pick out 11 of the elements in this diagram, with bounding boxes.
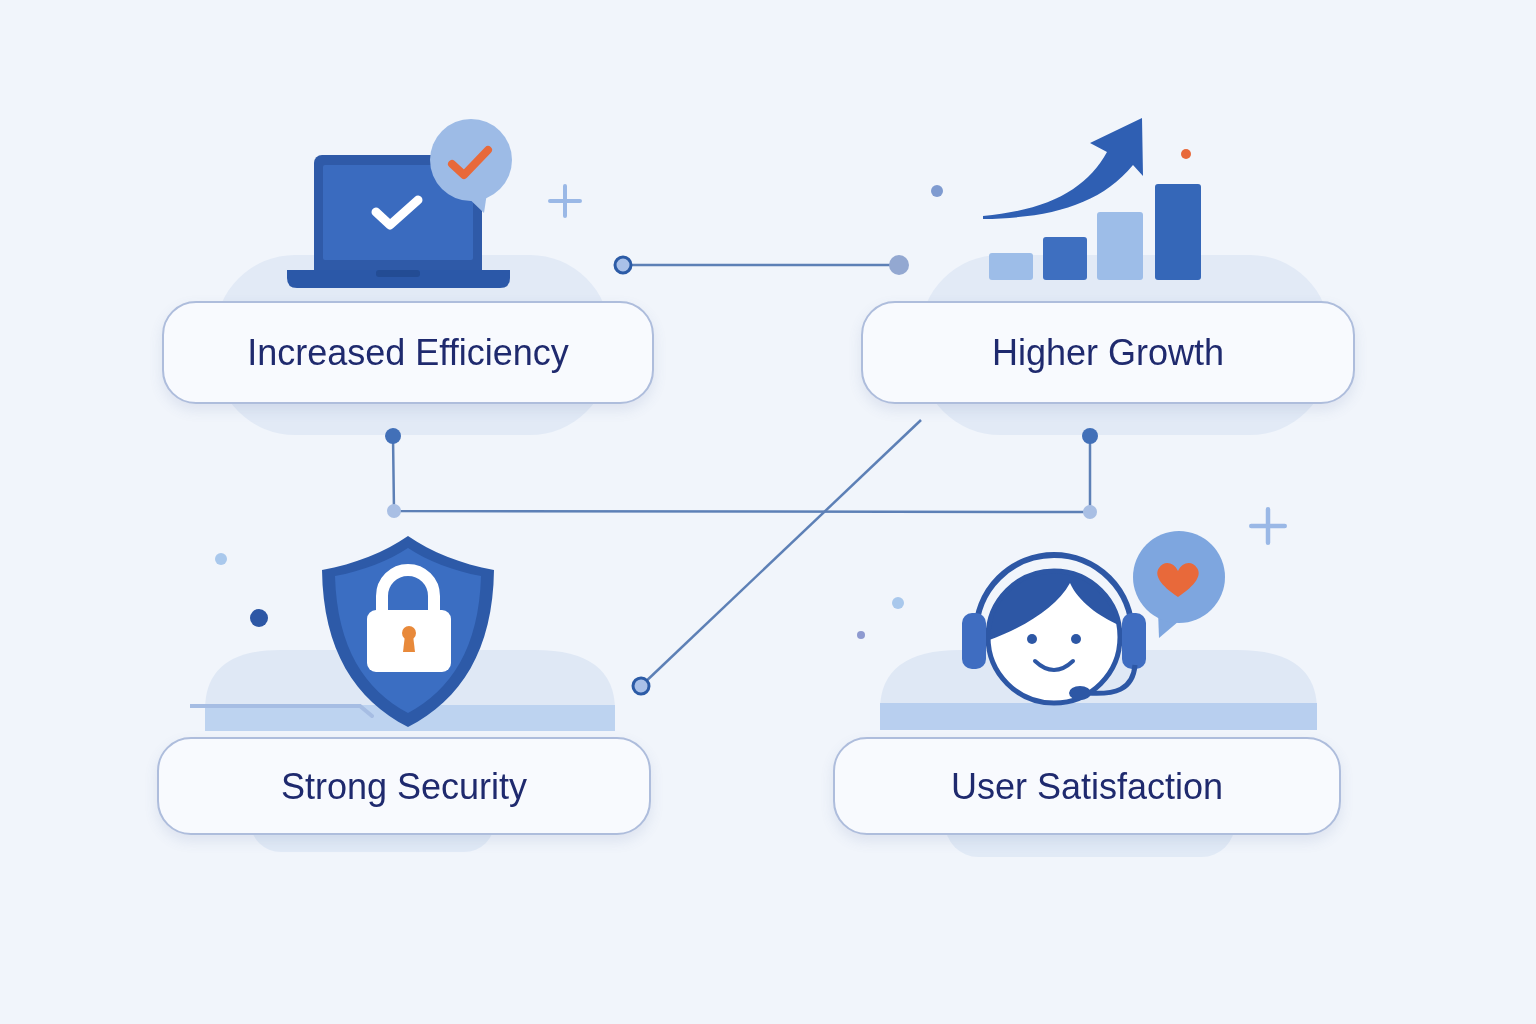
label-pill (157, 737, 651, 835)
node-label: Higher Growth (991, 331, 1225, 375)
connector-line (385, 428, 1098, 519)
connector-line (613, 255, 909, 275)
node-label: Strong Security (280, 764, 528, 809)
label-pill (833, 737, 1341, 835)
label-pill (162, 301, 654, 404)
node-label: Increased Efficiency (247, 331, 569, 375)
connector-line (631, 419, 922, 696)
label-pill (861, 301, 1355, 404)
node-label: User Satisfaction (950, 764, 1224, 809)
